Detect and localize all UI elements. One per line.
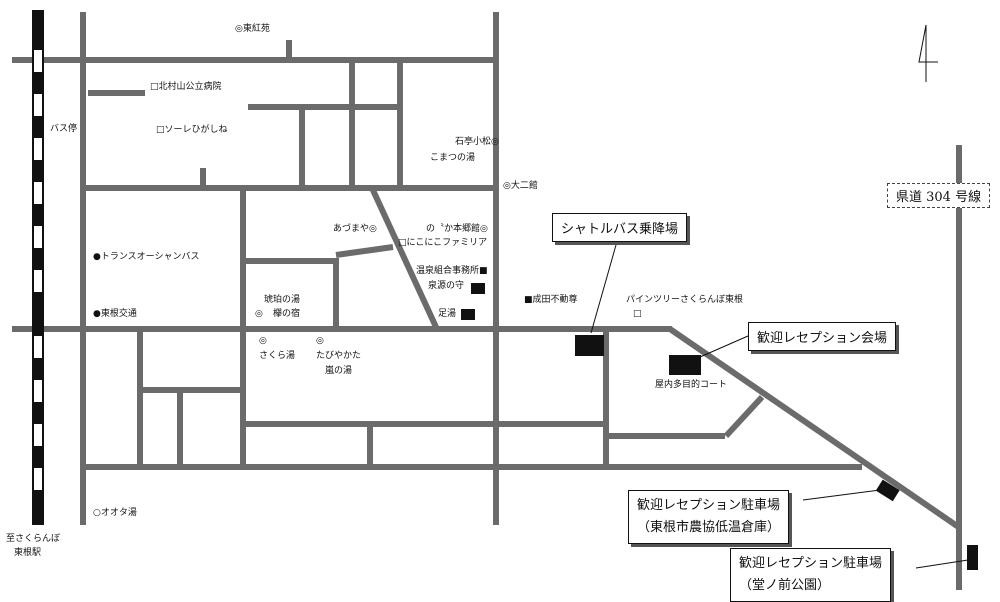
place-azumaya: あづまや◎ (333, 224, 377, 234)
place-dainikan: ◎大二館 (503, 181, 538, 191)
place-narita-fudosan: ■成田不動尊 (524, 295, 578, 305)
shuttle-leader (590, 244, 617, 334)
callout-reception-venue: 歓迎レセプション会場 (748, 322, 897, 351)
place-keyaki-no-yado: 欅の宿 (273, 309, 301, 319)
izumi-no-mori-marker (471, 283, 485, 294)
place-komatsu-no-yu: こまつの湯 (430, 153, 476, 163)
place-arashi-no-yu: 嵐の湯 (325, 366, 353, 376)
place-sakura-yu: さくら湯 (259, 351, 296, 361)
callout-parking-2: 歓迎レセプション駐車場 （堂ノ前公園） (730, 548, 892, 602)
place-higashi-koen: ◎東紅苑 (235, 24, 270, 34)
place-otate-yu: ○オオタ湯 (93, 508, 137, 518)
place-higashine-kotsu: ●東根交通 (93, 309, 137, 319)
place-onsen-kumiai: 温泉組合事務所■ (416, 266, 488, 276)
north-arrow-icon (918, 24, 938, 82)
parking2-marker (967, 545, 978, 570)
callout-parking-1: 歓迎レセプション駐車場 （東根市農協低温倉庫） (628, 490, 790, 544)
callout-shuttle-bus: シャトルバス乗降場 (552, 213, 688, 242)
place-sole-higashine: □ソーレひがしね (156, 125, 228, 135)
callout-parking-2-line1: 歓迎レセプション駐車場 (739, 556, 883, 571)
place-pine-tree: パインツリーさくらんぼ東根 (626, 295, 744, 305)
place-ishigoto-komatsu: 石亭小松◎ (455, 137, 499, 147)
place-sakura-mark: ◎ (259, 336, 267, 346)
place-kohaku-mark: ◎ (255, 309, 263, 319)
place-pine-tree-mark: □ (633, 309, 642, 319)
reception-venue-marker (669, 355, 701, 375)
railway-line (32, 10, 44, 525)
place-tabiyakata: たびやかた (316, 351, 362, 361)
place-tabiyakata-mark: ◎ (316, 336, 324, 346)
road-network (12, 12, 962, 590)
place-kitamurayama-hospital: □北村山公立病院 (150, 82, 222, 92)
place-izumi-no-mori: 泉源の守 (428, 281, 465, 291)
place-okunai-court: 屋内多目的コート (655, 380, 728, 390)
ashiyu-marker (461, 309, 475, 320)
venue-leader (699, 335, 749, 358)
parking1-marker (875, 479, 900, 502)
callout-parking-1-line2: （東根市農協低温倉庫） (637, 520, 781, 535)
place-nikoniko-family: □にこにこファミリア (398, 238, 488, 248)
shuttle-bus-stop-marker (575, 335, 604, 356)
place-trans-ocean-bus: ●トランスオーシャンバス (93, 252, 200, 262)
callout-parking-1-line1: 歓迎レセプション駐車場 (637, 498, 781, 513)
place-ashiyu: 足湯 (438, 309, 457, 319)
callout-parking-2-line2: （堂ノ前公園） (739, 578, 831, 593)
route-sign: 県道 304 号線 (887, 183, 991, 208)
parking1-leader (802, 489, 881, 501)
station-label-line2: 東根駅 (14, 548, 42, 558)
place-kohaku-no-yu: 琥珀の湯 (264, 295, 301, 305)
station-label-line1: 至さくらんぼ (6, 534, 61, 544)
parking2-leader (915, 559, 969, 569)
place-nonka-honkyokan: の〝か本郷館◎ (426, 224, 488, 234)
place-bus-stop: バス停 (50, 124, 78, 134)
